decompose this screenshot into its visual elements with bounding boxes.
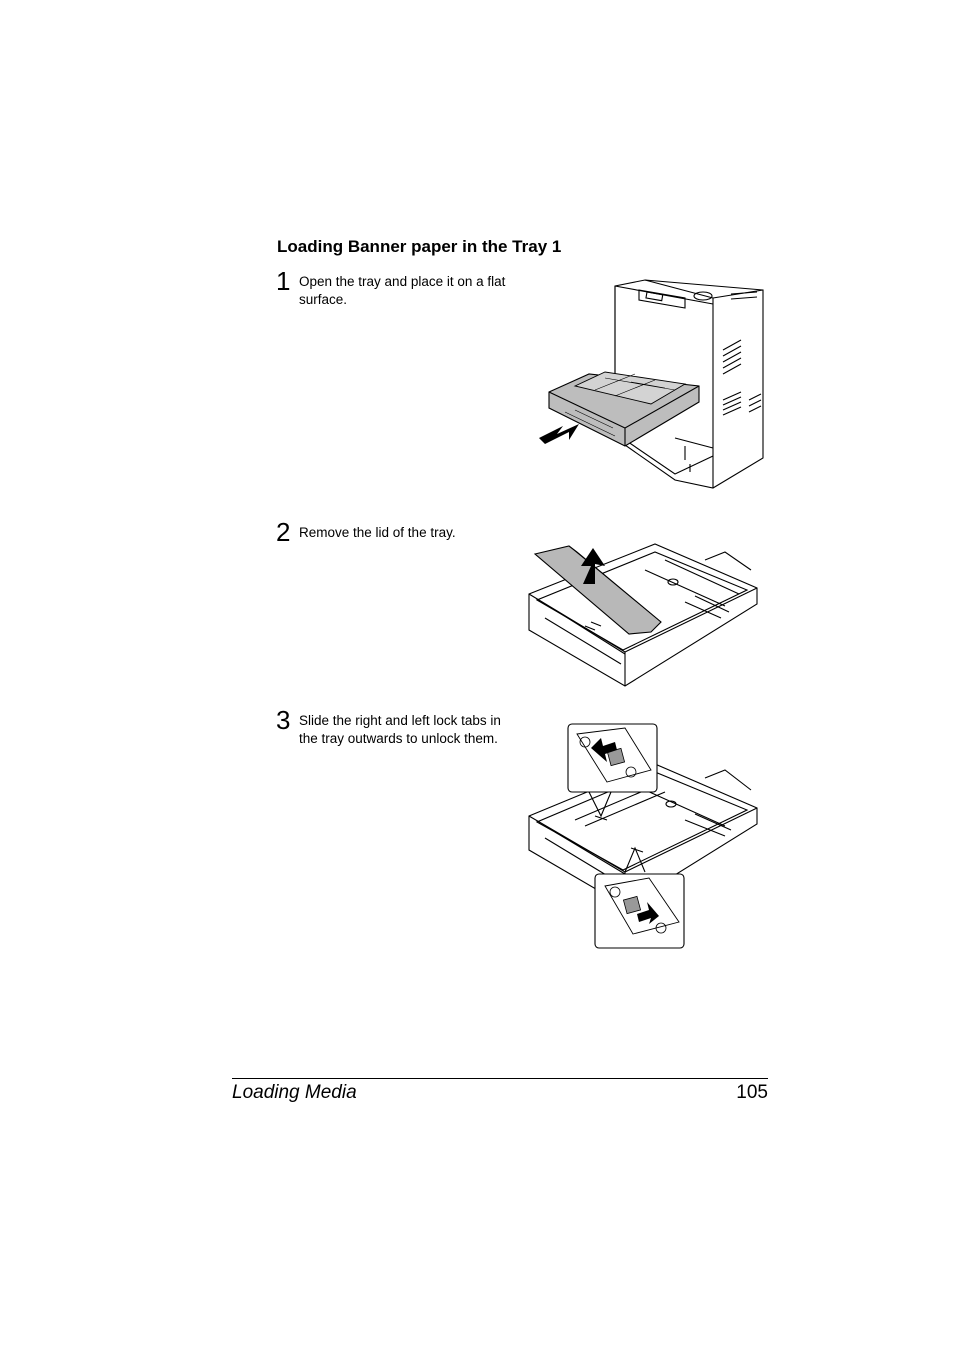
lock-tabs-unlock-illustration <box>528 723 758 949</box>
step-number: 3 <box>276 705 291 735</box>
step-number: 1 <box>276 266 291 296</box>
tray-lid-removal-illustration <box>528 543 758 687</box>
footer-chapter: Loading Media <box>232 1082 357 1103</box>
section-heading: Loading Banner paper in the Tray 1 <box>277 237 562 256</box>
footer-divider <box>232 1078 768 1079</box>
step-text: Remove the lid of the tray. <box>299 525 456 540</box>
step-text: Slide the right and left lock tabs in th… <box>299 713 501 746</box>
printer-tray-open-illustration <box>539 279 764 489</box>
footer-page-number: 105 <box>736 1082 768 1103</box>
step-number: 2 <box>276 517 291 547</box>
step-text: Open the tray and place it on a flat sur… <box>299 274 506 307</box>
